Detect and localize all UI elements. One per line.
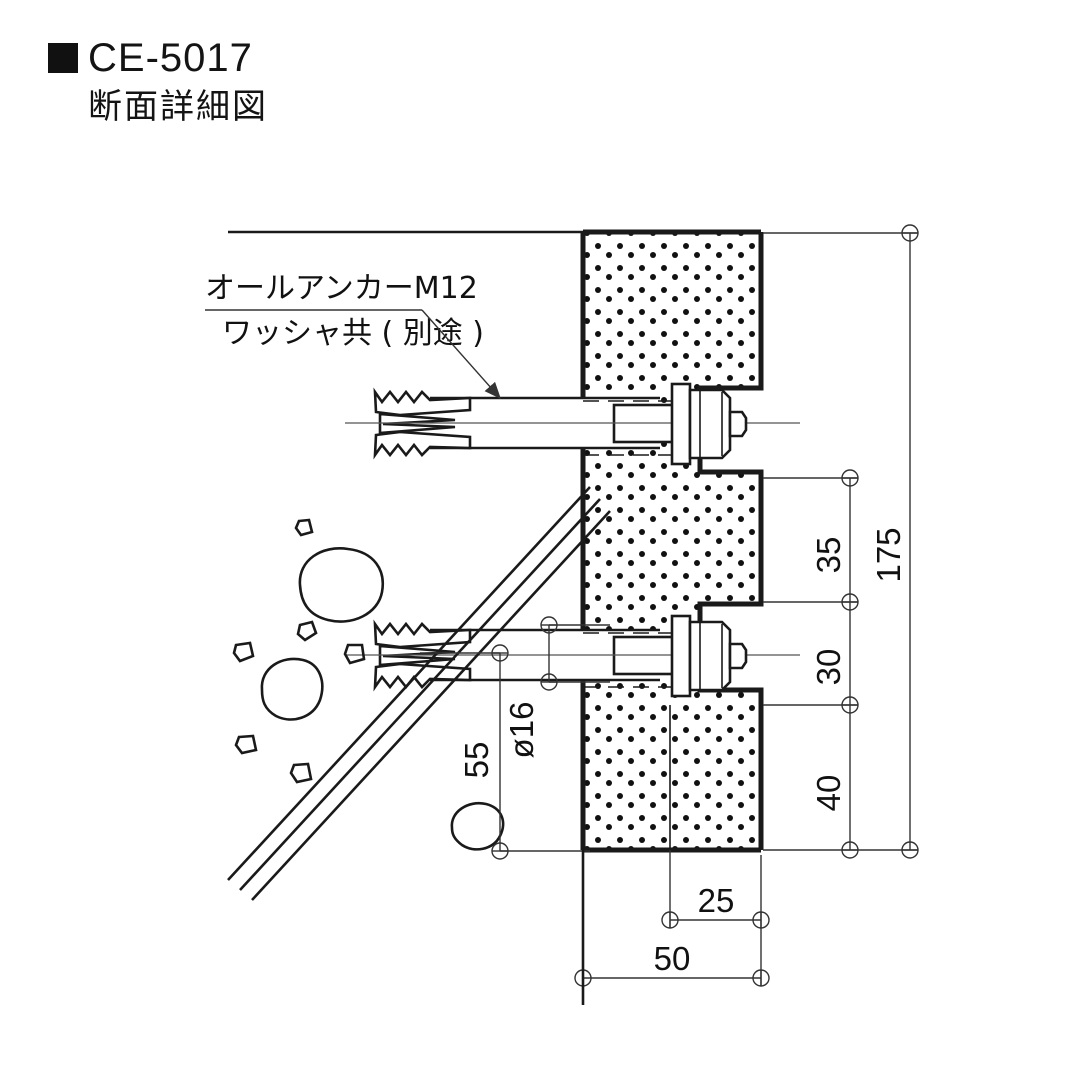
anchor-note-line1: オールアンカーM12: [205, 271, 478, 306]
leader-line: [421, 309, 501, 400]
dimension-horizontal: 25 50: [574, 850, 770, 987]
anchor-note-line2: ワッシャ共 ( 別途 ): [222, 316, 484, 351]
page-subtitle: 断面詳細図: [88, 88, 268, 126]
dim-55: 55: [458, 742, 495, 779]
anchor-note: オールアンカーM12 ワッシャ共 ( 別途 ): [205, 271, 501, 400]
page-title: CE-5017: [88, 36, 253, 80]
dimension-left-55: 55: [420, 644, 590, 860]
hex-nut-washer-lower: [670, 614, 748, 698]
dim-175: 175: [870, 527, 907, 582]
dimension-overall-175: 175: [870, 224, 919, 859]
filled-square-icon: [48, 43, 78, 73]
title-block: CE-5017 断面詳細図: [0, 0, 1080, 124]
dimension-vertical-chain: 35 30 40: [763, 232, 918, 859]
dim-phi16: ø16: [503, 702, 540, 759]
dim-25: 25: [698, 882, 735, 919]
rock-aggregate-symbols: [232, 518, 505, 851]
dimension-hole-diameter: ø16: [503, 616, 610, 759]
hex-nut-washer-upper: [670, 382, 748, 466]
dim-50: 50: [654, 940, 691, 977]
dim-40: 40: [810, 775, 847, 812]
slope-triple-line: [227, 486, 611, 901]
dim-35: 35: [810, 537, 847, 574]
title-row: CE-5017: [0, 0, 1080, 78]
dim-30: 30: [810, 649, 847, 686]
concrete-wall: [580, 229, 764, 853]
